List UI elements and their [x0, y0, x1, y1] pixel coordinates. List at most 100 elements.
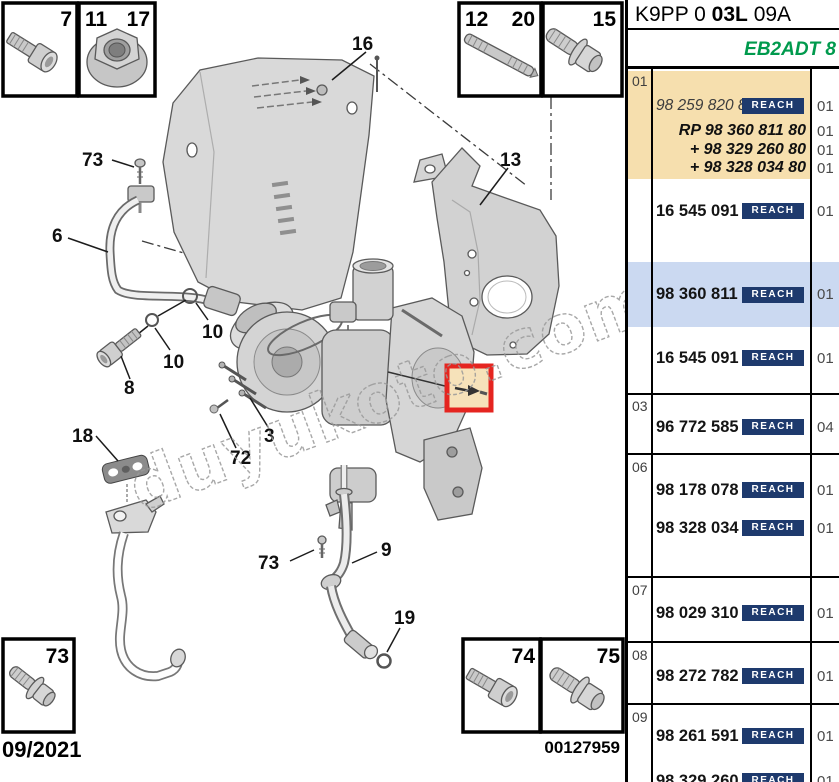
- part-row[interactable]: 96 772 585 80 REACH 04: [652, 418, 839, 436]
- callout-3[interactable]: 3: [249, 397, 275, 447]
- part-number: 98 272 782 80: [656, 666, 762, 685]
- catalog-code-pre: K9PP 0: [635, 3, 712, 26]
- reach-badge[interactable]: REACH: [742, 203, 804, 219]
- oil-return-pipe-part[interactable]: [101, 454, 188, 682]
- callout-13[interactable]: 13: [479, 150, 521, 206]
- fastener-box-11-17[interactable]: 11 17: [77, 1, 157, 98]
- box-number: 73: [46, 645, 69, 668]
- part-row[interactable]: + 98 328 034 80 01: [652, 159, 839, 177]
- callout-10-right[interactable]: 10: [195, 302, 223, 343]
- part-number: 98 178 078 80: [656, 480, 762, 499]
- part-row-selected[interactable]: 98 360 811 80 REACH 01: [628, 262, 839, 327]
- callout-10-left[interactable]: 10: [154, 327, 184, 373]
- reach-badge[interactable]: REACH: [742, 728, 804, 744]
- callout-label: 6: [52, 226, 63, 247]
- qty-value: 01: [817, 604, 834, 622]
- callout-label: 3: [264, 426, 275, 447]
- qty-value: 01: [817, 286, 834, 303]
- mounting-bracket-part[interactable]: [413, 147, 560, 356]
- qty-value: 01: [817, 202, 834, 220]
- part-number: RP 98 360 811 80: [678, 122, 806, 139]
- turbocharger-part[interactable]: [209, 258, 483, 531]
- heat-shield-part[interactable]: [162, 55, 380, 311]
- fastener-box-12-20[interactable]: 12 20: [457, 1, 543, 98]
- catalog-code-bold: 03L: [711, 3, 748, 26]
- reach-badge[interactable]: REACH: [742, 482, 804, 498]
- qty-value: 04: [817, 418, 834, 436]
- catalog-code-post: 09A: [747, 3, 792, 26]
- selected-part-hotspot[interactable]: [387, 363, 494, 413]
- flange-screw-icon: [549, 667, 605, 711]
- part-number: 16 545 091 80: [656, 348, 762, 367]
- oil-feed-pipe-part[interactable]: [94, 158, 241, 369]
- part-row[interactable]: + 98 329 260 80 01: [652, 141, 839, 159]
- part-number: 98 328 034 80: [656, 518, 762, 537]
- date-caption: 09/2021: [2, 737, 82, 762]
- part-number: 16 545 091 80: [656, 201, 762, 220]
- callout-18[interactable]: 18: [72, 426, 119, 462]
- callout-9[interactable]: 9: [351, 540, 392, 564]
- callout-label: 72: [230, 448, 251, 469]
- table-section-01: 01 98 259 820 80 REACH 01 RP 98 360 811 …: [628, 69, 839, 395]
- part-number: 98 029 310 80: [656, 603, 762, 622]
- part-number: 96 772 585 80: [656, 417, 762, 436]
- fastener-box-73[interactable]: 73: [1, 637, 76, 734]
- callout-72[interactable]: 72: [219, 413, 251, 469]
- callout-73-top[interactable]: 73: [82, 150, 135, 171]
- callout-label: 10: [163, 352, 184, 373]
- coolant-pipe-part[interactable]: [317, 465, 392, 669]
- fastener-box-75[interactable]: 75: [539, 637, 625, 734]
- part-number: 98 259 820 80: [656, 97, 756, 114]
- box-number: 20: [512, 8, 535, 31]
- parts-table: 01 98 259 820 80 REACH 01 RP 98 360 811 …: [628, 69, 839, 782]
- callout-label: 19: [394, 608, 415, 629]
- part-row[interactable]: 98 259 820 80 REACH 01: [652, 97, 839, 115]
- part-row[interactable]: 98 329 260 80 REACH 01: [652, 772, 839, 782]
- reach-badge[interactable]: REACH: [742, 350, 804, 366]
- part-number: + 98 329 260 80: [689, 141, 806, 158]
- callout-label: 73: [258, 553, 279, 574]
- section-number: 09: [632, 709, 648, 725]
- box-number: 7: [60, 8, 72, 31]
- section-number: 07: [632, 582, 648, 598]
- callout-label: 18: [72, 426, 93, 447]
- qty-value: 01: [817, 481, 834, 499]
- fastener-box-15[interactable]: 15: [540, 1, 624, 98]
- callout-label: 13: [500, 150, 521, 171]
- reach-badge[interactable]: REACH: [742, 773, 804, 782]
- construction-line: [369, 63, 528, 187]
- section-number: 03: [632, 398, 648, 414]
- part-row[interactable]: 98 272 782 80 REACH 01: [652, 667, 839, 685]
- callout-19[interactable]: 19: [386, 608, 415, 653]
- table-section-03: 03 96 772 585 80 REACH 04: [628, 395, 839, 455]
- reach-badge[interactable]: REACH: [742, 286, 804, 303]
- reach-badge[interactable]: REACH: [742, 98, 804, 114]
- part-row[interactable]: 16 545 091 80 REACH 01: [652, 349, 839, 367]
- box-number: 11: [85, 8, 108, 31]
- callout-16[interactable]: 16: [331, 34, 373, 81]
- qty-value: 01: [817, 122, 834, 140]
- part-row[interactable]: 98 261 591 80 REACH 01: [652, 727, 839, 745]
- qty-value: 01: [817, 519, 834, 537]
- part-row[interactable]: 98 328 034 80 REACH 01: [652, 519, 839, 537]
- reach-badge[interactable]: REACH: [742, 419, 804, 435]
- fastener-box-7[interactable]: 7: [1, 1, 79, 98]
- fastener-box-74[interactable]: 74: [461, 637, 542, 734]
- reach-badge[interactable]: REACH: [742, 605, 804, 621]
- socket-screw-icon: [6, 32, 58, 73]
- callout-73-bottom[interactable]: 73: [258, 549, 315, 574]
- flange-screw-icon: [9, 666, 56, 707]
- reach-badge[interactable]: REACH: [742, 668, 804, 684]
- callout-8[interactable]: 8: [120, 355, 135, 399]
- part-row[interactable]: 98 029 310 80 REACH 01: [652, 604, 839, 622]
- callout-6[interactable]: 6: [52, 226, 109, 253]
- table-section-07: 07 98 029 310 80 REACH 01: [628, 578, 839, 643]
- callout-label: 73: [82, 150, 103, 171]
- part-row[interactable]: RP 98 360 811 80 01: [652, 122, 839, 140]
- part-row[interactable]: 98 178 078 80 REACH 01: [652, 481, 839, 499]
- highlight-band-tan: [628, 71, 810, 179]
- section-number: 08: [632, 647, 648, 663]
- callout-label: 8: [124, 378, 135, 399]
- reach-badge[interactable]: REACH: [742, 520, 804, 536]
- part-row[interactable]: 16 545 091 80 REACH 01: [652, 202, 839, 220]
